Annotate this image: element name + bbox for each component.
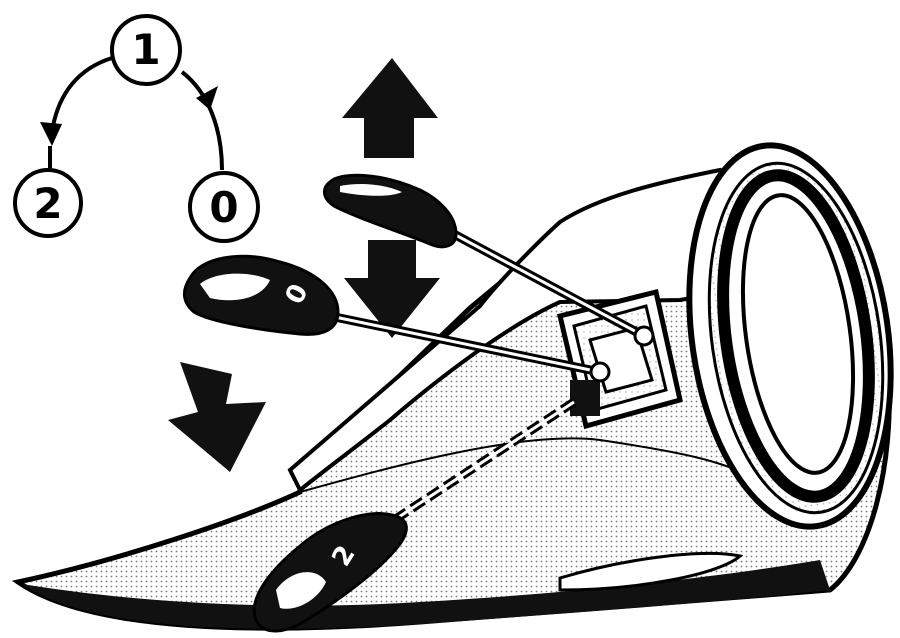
curve-arrow-from-0 <box>182 72 222 170</box>
down-arrow-left <box>168 362 266 472</box>
switch-socket <box>560 292 680 426</box>
column-housing <box>18 132 900 629</box>
position-0-badge: 0 <box>190 173 258 241</box>
position-1-badge: 1 <box>112 16 180 84</box>
position-1-label: 1 <box>131 25 160 74</box>
position-2-badge: 2 <box>15 170 81 236</box>
position-2-label: 2 <box>33 179 62 228</box>
up-arrow <box>342 58 438 158</box>
curve-arrow-to-2 <box>52 58 112 132</box>
position-0-label: 0 <box>209 183 238 232</box>
arrowhead-to-2 <box>40 122 62 146</box>
position-indicator: 1 2 0 <box>15 16 258 241</box>
middle-knob <box>184 256 338 334</box>
